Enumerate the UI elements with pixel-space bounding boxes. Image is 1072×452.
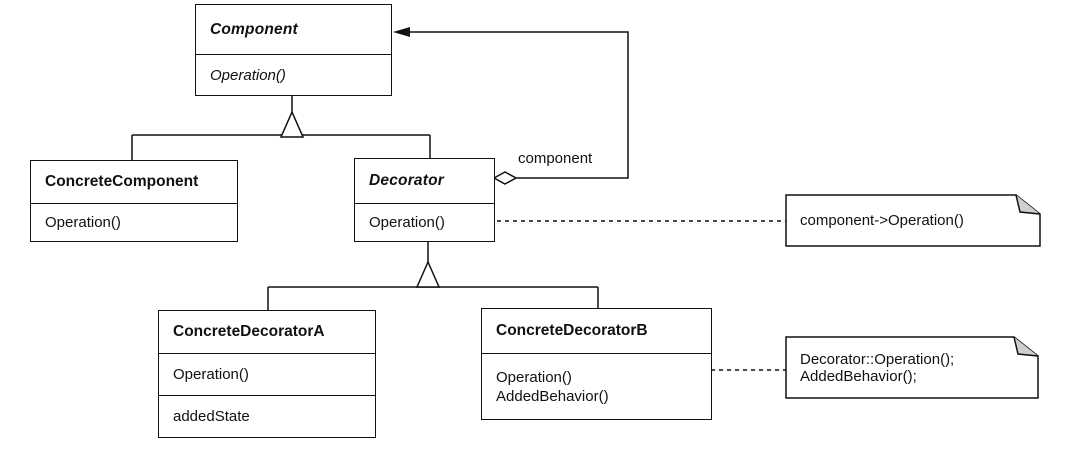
aggregation-arrowhead [393,27,410,37]
class-component-operation: Operation() [196,54,391,95]
class-decorator[interactable]: Decorator Operation() [354,158,495,242]
class-concrete-decorator-a-name: ConcreteDecoratorA [173,323,325,340]
class-decorator-name: Decorator [369,172,445,189]
class-concrete-component[interactable]: ConcreteComponent Operation() [30,160,238,242]
inheritance-triangle-decorator [415,260,441,288]
class-concrete-decorator-b-added-behavior: AddedBehavior() [496,387,609,405]
note-box-decorator-operation [785,194,1041,247]
class-concrete-decorator-a-attribute: addedState [159,395,375,436]
note-decorator-operation-text: component->Operation() [800,212,964,229]
class-concrete-decorator-b-operation: Operation() [496,368,572,386]
inheritance-triangle-component [279,110,305,138]
note-decorator-operation: component->Operation() [788,197,1016,244]
class-concrete-decorator-a[interactable]: ConcreteDecoratorA Operation() addedStat… [158,310,376,438]
note-decorator-b-operation: Decorator::Operation(); AddedBehavior(); [788,339,1014,396]
association-label-component: component [518,150,593,167]
class-concrete-component-operation: Operation() [31,203,237,241]
class-decorator-operation: Operation() [355,203,494,241]
note-fold-decorator-operation [1015,194,1041,215]
class-component[interactable]: Component Operation() [195,4,392,96]
note-decorator-b-line-1: Decorator::Operation(); [800,350,955,368]
note-decorator-b-line-2: AddedBehavior(); [800,367,917,385]
note-fold-decorator-b-operation [1013,336,1039,357]
aggregation-diamond [492,171,518,185]
class-concrete-decorator-a-operation: Operation() [159,353,375,395]
class-component-name: Component [210,20,298,38]
class-concrete-decorator-b[interactable]: ConcreteDecoratorB Operation() AddedBeha… [481,308,712,420]
note-box-decorator-b-operation [785,336,1039,399]
aggregation-line-component [406,31,629,179]
class-concrete-component-name: ConcreteComponent [45,173,199,190]
class-concrete-decorator-b-name: ConcreteDecoratorB [496,322,648,339]
